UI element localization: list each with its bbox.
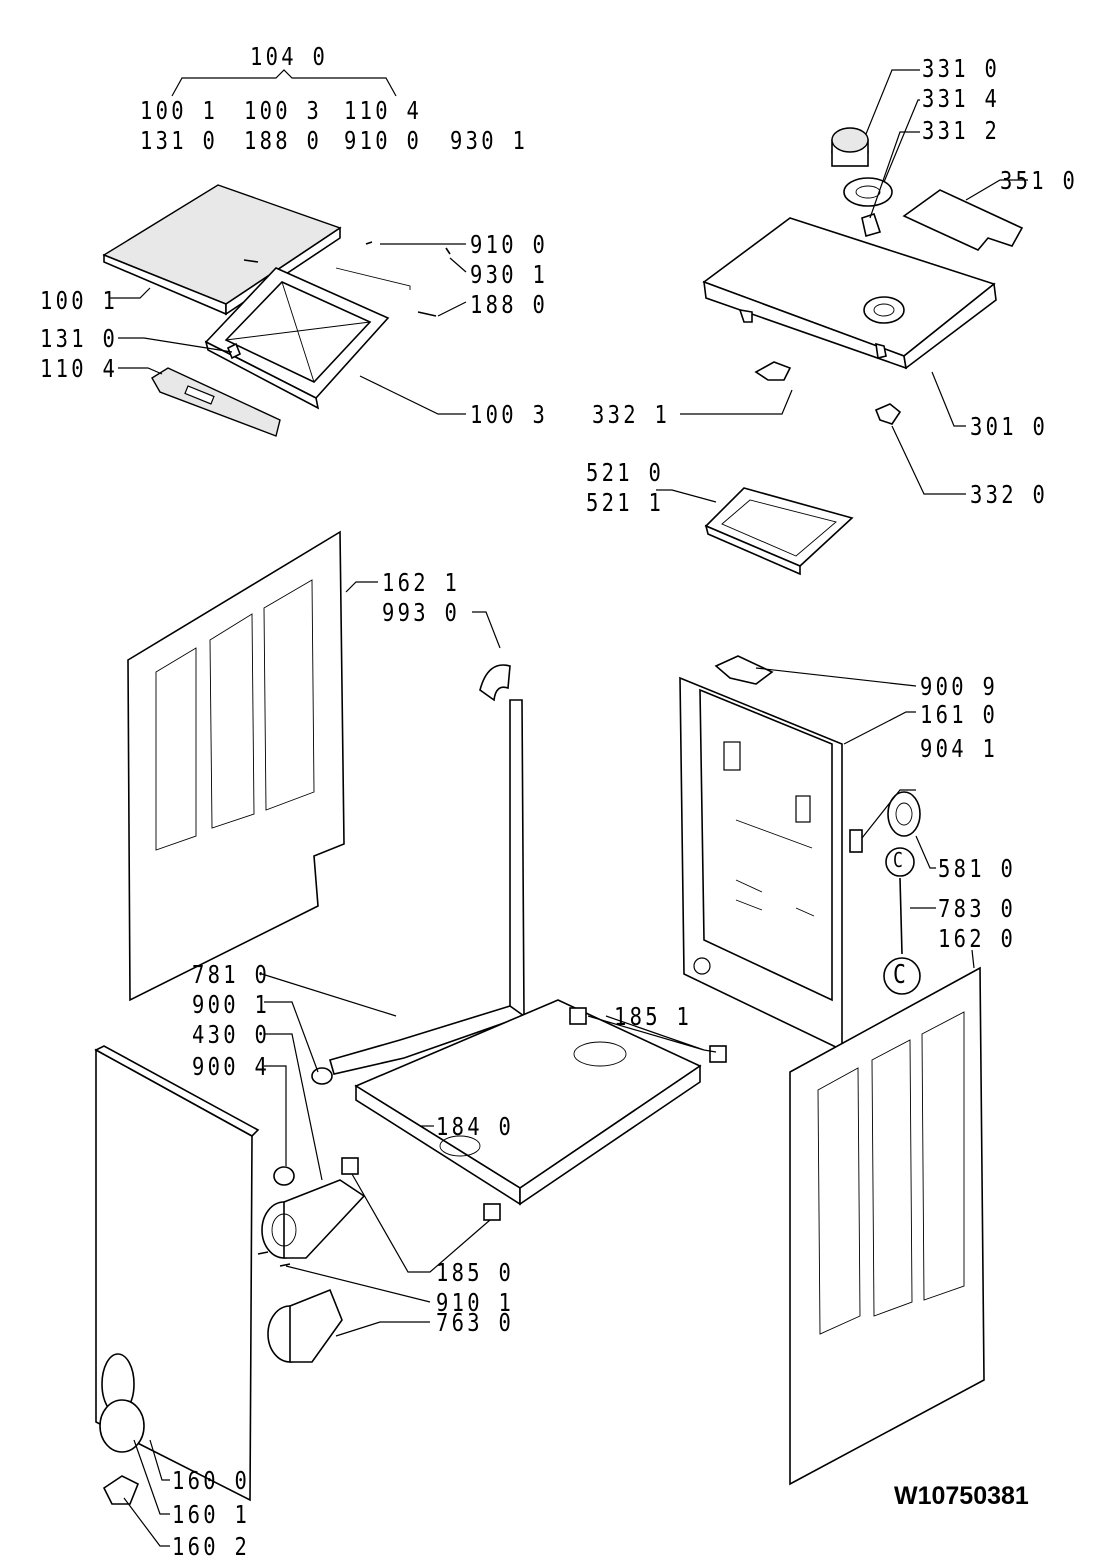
callout-label: 521 0 (586, 458, 665, 487)
callout-label: 185 0 (436, 1258, 515, 1287)
clip-904-part (849, 829, 863, 853)
feet-parts (341, 1007, 727, 1221)
top-frame-part (204, 267, 390, 410)
connector-symbol: C (893, 848, 903, 872)
callout-label: 331 2 (922, 116, 1001, 145)
callout-label: 331 4 (922, 84, 1001, 113)
callout-label: 100 3 (470, 400, 549, 429)
pressure-tube-part (883, 847, 921, 995)
group-member-label: 110 4 (344, 96, 423, 125)
callout-label: 184 0 (436, 1112, 515, 1141)
callout-label: 900 1 (192, 990, 271, 1019)
callout-label: 910 1 (436, 1288, 515, 1317)
callout-label: 910 0 (470, 230, 549, 259)
plug-900-1-part (311, 1067, 333, 1085)
callout-label: 332 0 (970, 480, 1049, 509)
group-member-label: 188 0 (244, 126, 323, 155)
drain-hose-parts (329, 664, 526, 1075)
drain-pump-part (261, 1179, 366, 1259)
document-id: W10750381 (894, 1482, 1029, 1510)
callout-label: 521 1 (586, 488, 665, 517)
group-member-label: 930 1 (450, 126, 529, 155)
group-member-label: 910 0 (344, 126, 423, 155)
callout-label: 160 1 (172, 1500, 251, 1529)
callout-label: 160 2 (172, 1532, 251, 1561)
leader-lines (110, 69, 1028, 1547)
callout-label: 110 4 (40, 354, 119, 383)
group-code-label: 104 0 (250, 42, 329, 71)
callout-label: 581 0 (938, 854, 1017, 883)
callout-label: 351 0 (1000, 166, 1079, 195)
pressure-switch-part (887, 791, 921, 837)
connector-symbol: C (893, 960, 906, 990)
group-member-label: 100 3 (244, 96, 323, 125)
control-module-part (902, 189, 1024, 251)
group-member-label: 131 0 (140, 126, 219, 155)
group-bracket (171, 69, 397, 97)
knob-parts (831, 127, 893, 238)
callout-label: 162 1 (382, 568, 461, 597)
console-panel-part (702, 217, 997, 370)
filter-door-parts (99, 1399, 145, 1505)
side-panel-left-part (127, 530, 345, 1002)
bracket-part (714, 655, 774, 685)
callout-label: 185 1 (614, 1002, 693, 1031)
base-frame-part (354, 999, 702, 1206)
callout-label: 131 0 (40, 324, 119, 353)
callout-label: 430 0 (192, 1020, 271, 1049)
callout-label: 331 0 (922, 54, 1001, 83)
callout-label: 100 1 (40, 286, 119, 315)
screws-910-1 (257, 1251, 291, 1267)
side-panel-right-part (789, 966, 985, 1486)
callout-label: 900 4 (192, 1052, 271, 1081)
callout-label: 161 0 (920, 700, 999, 729)
callout-label: 301 0 (970, 412, 1049, 441)
filter-part (267, 1288, 343, 1363)
front-trim-part (151, 342, 281, 437)
callout-label: 332 1 (592, 400, 671, 429)
callout-label: 930 1 (470, 260, 549, 289)
callout-label: 160 0 (172, 1466, 251, 1495)
clamp-900-4-part (273, 1166, 295, 1186)
callout-label: 993 0 (382, 598, 461, 627)
group-member-label: 100 1 (140, 96, 219, 125)
callout-label: 781 0 (192, 960, 271, 989)
callout-label: 162 0 (938, 924, 1017, 953)
callout-label: 763 0 (436, 1308, 515, 1337)
top-hardware (243, 241, 451, 317)
front-panel-part (94, 1045, 260, 1502)
callout-label: 900 9 (920, 672, 999, 701)
callout-label: 904 1 (920, 734, 999, 763)
console-clips (754, 361, 902, 425)
dispenser-tray-part (704, 487, 854, 576)
callout-label: 188 0 (470, 290, 549, 319)
callout-label: 783 0 (938, 894, 1017, 923)
rear-panel-part (679, 676, 843, 1052)
